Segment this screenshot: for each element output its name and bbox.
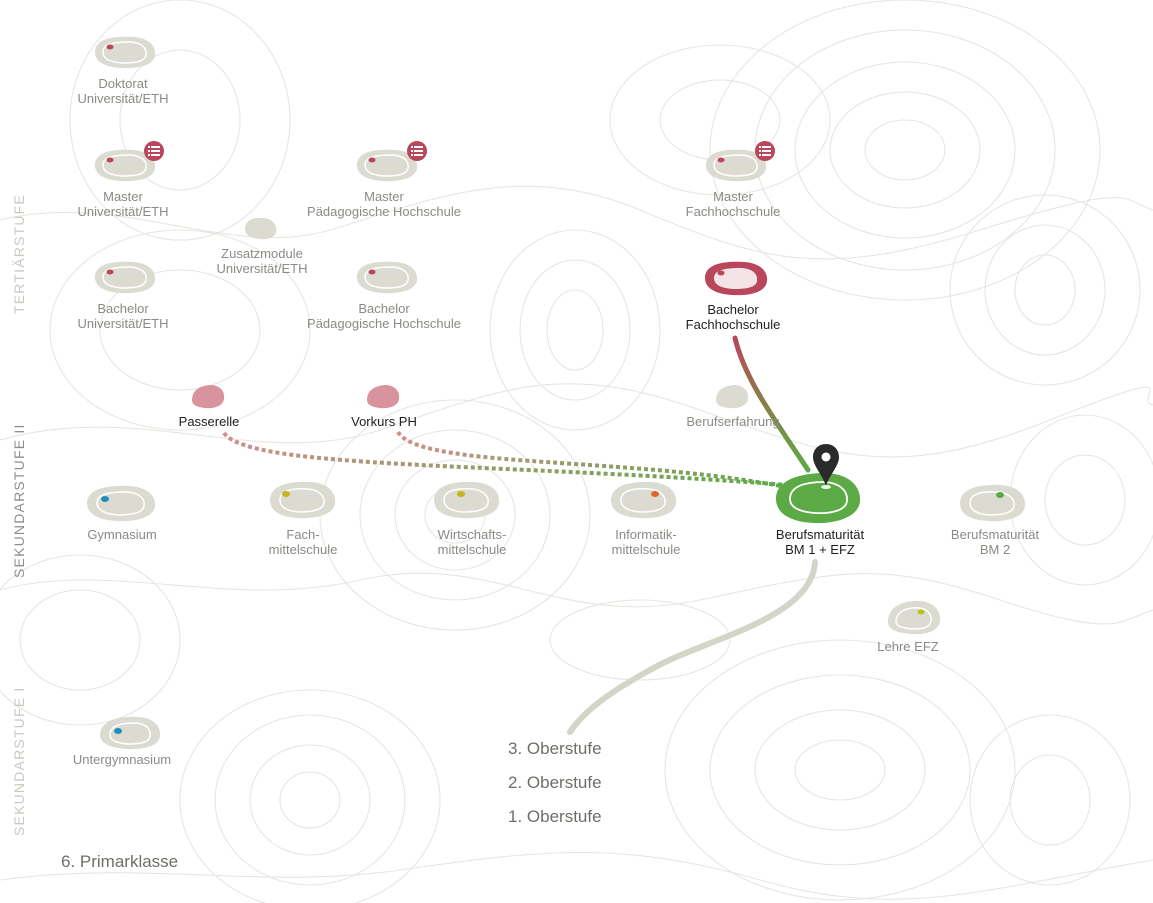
untergym-blob-icon bbox=[100, 716, 161, 750]
node-label-line: Vorkurs PH bbox=[351, 414, 417, 429]
master-ph-blob-icon bbox=[357, 149, 418, 182]
level-6-primarklasse[interactable]: 6. Primarklasse bbox=[61, 852, 179, 871]
node-zusatzmodule[interactable]: Zusatzmodule Universität/ETH bbox=[216, 246, 307, 276]
node-master-fh[interactable]: Master Fachhochschule bbox=[686, 189, 781, 219]
node-label-line: Bachelor bbox=[97, 301, 149, 316]
node-master-uni[interactable]: Master Universität/ETH bbox=[77, 189, 168, 219]
bm2-blob-icon bbox=[960, 484, 1026, 522]
node-label-line: Zusatzmodule bbox=[221, 246, 303, 261]
node-label-line: Wirtschafts- bbox=[437, 527, 507, 542]
stage-label-sekundarstufe-2: SEKUNDARSTUFE II bbox=[11, 423, 27, 578]
node-label-line: mittelschule bbox=[437, 542, 507, 557]
node-bachelor-uni[interactable]: Bachelor Universität/ETH bbox=[77, 301, 168, 331]
node-label-line: Berufsmaturität bbox=[775, 527, 865, 542]
node-bachelor-fh[interactable]: Bachelor Fachhochschule bbox=[686, 302, 781, 332]
node-label-line: mittelschule bbox=[268, 542, 338, 557]
node-label-line: Doktorat bbox=[98, 76, 148, 91]
lehre-blob-icon bbox=[888, 600, 941, 635]
node-label-line: Lehre EFZ bbox=[877, 639, 939, 654]
level-1-oberstufe[interactable]: 1. Oberstufe bbox=[508, 807, 602, 826]
bachelor-fh-blob-icon bbox=[705, 261, 768, 296]
ims-blob-icon bbox=[611, 481, 677, 519]
node-label-line: Pädagogische Hochschule bbox=[307, 204, 461, 219]
list-icon[interactable] bbox=[755, 141, 775, 161]
node-berufserfahrung[interactable]: Berufserfahrung bbox=[686, 414, 779, 429]
node-label-line: Fachhochschule bbox=[685, 204, 781, 219]
node-label-line: Berufserfahrung bbox=[686, 414, 780, 429]
level-2-oberstufe[interactable]: 2. Oberstufe bbox=[508, 773, 602, 792]
node-label-line: Master bbox=[364, 189, 404, 204]
node-label-line: Fachhochschule bbox=[685, 317, 781, 332]
bachelor-ph-blob-icon bbox=[357, 261, 418, 294]
node-bachelor-ph[interactable]: Bachelor Pädagogische Hochschule bbox=[307, 301, 461, 331]
path-passerelle-to-bm1 bbox=[222, 431, 801, 488]
node-untergymnasium[interactable]: Untergymnasium bbox=[73, 752, 171, 767]
node-berufsmaturitaet-bm2[interactable]: Berufsmaturität BM 2 bbox=[951, 527, 1039, 557]
node-vorkurs-ph[interactable]: Vorkurs PH bbox=[351, 414, 417, 429]
node-doktorat[interactable]: Doktorat Universität/ETH bbox=[77, 76, 168, 106]
location-pin-icon bbox=[813, 444, 839, 489]
node-label-line: Master bbox=[103, 189, 143, 204]
bachelor-uni-blob-icon bbox=[95, 261, 156, 294]
node-label-line: BM 2 bbox=[979, 542, 1011, 557]
list-icon[interactable] bbox=[144, 141, 164, 161]
bm1-blob-icon bbox=[776, 473, 861, 524]
node-label-line: Fach- bbox=[286, 527, 320, 542]
node-label-line: Untergymnasium bbox=[72, 752, 172, 767]
node-label-line: Gymnasium bbox=[87, 527, 157, 542]
list-icon[interactable] bbox=[407, 141, 427, 161]
wms-blob-icon bbox=[434, 481, 500, 519]
node-label-line: Universität/ETH bbox=[77, 316, 169, 331]
vorkurs-blob-icon bbox=[367, 385, 400, 409]
node-label-line: Bachelor bbox=[358, 301, 410, 316]
node-label-line: Universität/ETH bbox=[77, 204, 169, 219]
path-bm1-to-oberstufe bbox=[567, 559, 818, 735]
node-label-line: mittelschule bbox=[611, 542, 681, 557]
node-label-line: Bachelor bbox=[707, 302, 759, 317]
zusatz-blob-icon bbox=[245, 217, 277, 240]
node-wirtschaftsmittelschule[interactable]: Wirtschafts- mittelschule bbox=[438, 527, 507, 557]
passerelle-blob-icon bbox=[192, 385, 225, 409]
node-label-line: BM 1 + EFZ bbox=[785, 542, 855, 557]
node-gymnasium[interactable]: Gymnasium bbox=[87, 527, 156, 542]
berufserfahrung-blob-icon bbox=[716, 385, 749, 409]
stage-label-tertiaerstufe: TERTIÄRSTUFE bbox=[11, 194, 27, 314]
node-passerelle[interactable]: Passerelle bbox=[179, 414, 240, 429]
node-label-line: Passerelle bbox=[178, 414, 240, 429]
fms-blob-icon bbox=[270, 481, 336, 519]
gymnasium-blob-icon bbox=[87, 485, 156, 522]
node-label-line: Berufsmaturität bbox=[950, 527, 1040, 542]
node-label-line: Universität/ETH bbox=[216, 261, 308, 276]
node-fachmittelschule[interactable]: Fach- mittelschule bbox=[269, 527, 338, 557]
node-label-line: Informatik- bbox=[615, 527, 677, 542]
node-master-ph[interactable]: Master Pädagogische Hochschule bbox=[307, 189, 461, 219]
path-bm1-to-bachelor-fh bbox=[732, 335, 811, 473]
node-label-line: Pädagogische Hochschule bbox=[307, 316, 461, 331]
master-fh-blob-icon bbox=[706, 149, 767, 182]
stage-label-sekundarstufe-1: SEKUNDARSTUFE I bbox=[11, 686, 27, 836]
node-lehre-efz[interactable]: Lehre EFZ bbox=[877, 639, 938, 654]
master-uni-blob-icon bbox=[95, 149, 156, 182]
path-vorkurs-to-bm1 bbox=[396, 430, 801, 492]
node-berufsmaturitaet-bm1[interactable]: Berufsmaturität BM 1 + EFZ bbox=[776, 527, 864, 557]
level-3-oberstufe[interactable]: 3. Oberstufe bbox=[508, 739, 602, 758]
node-label-line: Universität/ETH bbox=[77, 91, 169, 106]
node-informatikmittelschule[interactable]: Informatik- mittelschule bbox=[612, 527, 681, 557]
node-label-line: Master bbox=[713, 189, 753, 204]
doktorat-blob-icon bbox=[95, 36, 156, 69]
